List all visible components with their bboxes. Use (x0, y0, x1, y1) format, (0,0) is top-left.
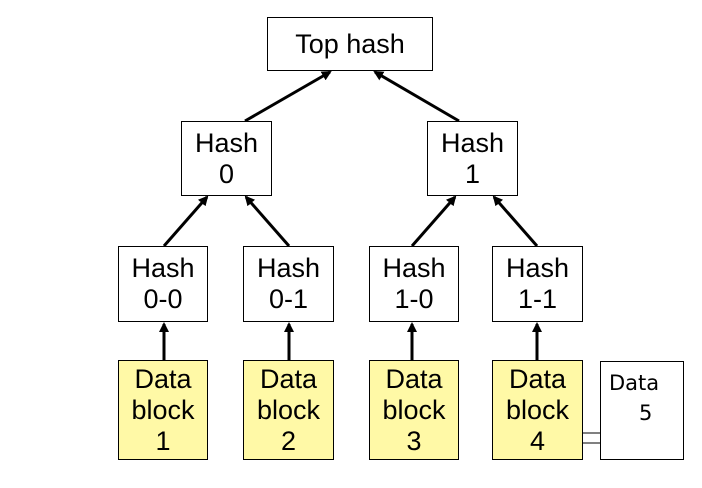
data-block-4-line2: block (505, 394, 570, 425)
data-block-3-line2: block (382, 394, 446, 425)
data-block-4: Data block 4 (492, 360, 583, 460)
data-block-4-line3: 4 (529, 425, 546, 456)
data-block-3-line1: Data (385, 363, 443, 394)
arrow-hash00-to-hash0 (162, 195, 209, 247)
data-block-3: Data block 3 (369, 360, 459, 460)
hash-1-label-line2: 1 (464, 158, 481, 189)
data-block-2-line3: 2 (280, 425, 297, 456)
hash-1-node: Hash 1 (427, 121, 518, 196)
data-block-1-line1: Data (134, 363, 192, 394)
arrow-hash0-to-top (244, 70, 332, 123)
data-block-1-line2: block (131, 394, 195, 425)
top-hash-node: Top hash (267, 17, 433, 71)
arrow-hash11-to-hash1 (492, 195, 539, 247)
hash-1-0-label-line1: Hash (382, 253, 446, 283)
hash-1-1-node: Hash 1-1 (492, 246, 583, 322)
hash-0-1-label-line2: 0-1 (268, 284, 309, 314)
hash-0-0-label-line2: 0-0 (143, 284, 183, 314)
hash-1-1-label-line1: Hash (505, 253, 570, 283)
hash-0-0-label-line1: Hash (131, 253, 195, 283)
hash-1-label-line1: Hash (440, 127, 505, 158)
hash-0-node: Hash 0 (181, 121, 272, 196)
hash-0-1-node: Hash 0-1 (243, 246, 334, 322)
data-block-2-line1: Data (259, 363, 318, 394)
data-block-4-line1: Data (508, 363, 567, 394)
hash-0-label-line1: Hash (194, 127, 259, 158)
arrow-hash10-to-hash1 (410, 195, 457, 247)
data-block-2-line2: block (256, 394, 321, 425)
data-5-line2: 5 (639, 401, 653, 425)
arrow-hash01-to-hash0 (244, 195, 291, 247)
top-hash-label: Top hash (295, 28, 405, 59)
data-block-2: Data block 2 (243, 360, 334, 460)
data-block-1: Data block 1 (118, 360, 208, 460)
data-5-node: Data 5 (600, 361, 684, 460)
data-block-3-line3: 3 (406, 425, 422, 456)
hash-1-0-label-line2: 1-0 (394, 284, 434, 314)
hash-0-0-node: Hash 0-0 (118, 246, 208, 322)
hash-1-0-node: Hash 1-0 (369, 246, 459, 322)
data-block-1-line3: 1 (155, 425, 171, 456)
hash-1-1-label-line2: 1-1 (517, 284, 558, 314)
arrow-hash1-to-top (373, 70, 460, 123)
data-5-line1: Data (609, 371, 660, 395)
hash-0-label-line2: 0 (218, 158, 235, 189)
hash-0-1-label-line1: Hash (256, 253, 321, 283)
